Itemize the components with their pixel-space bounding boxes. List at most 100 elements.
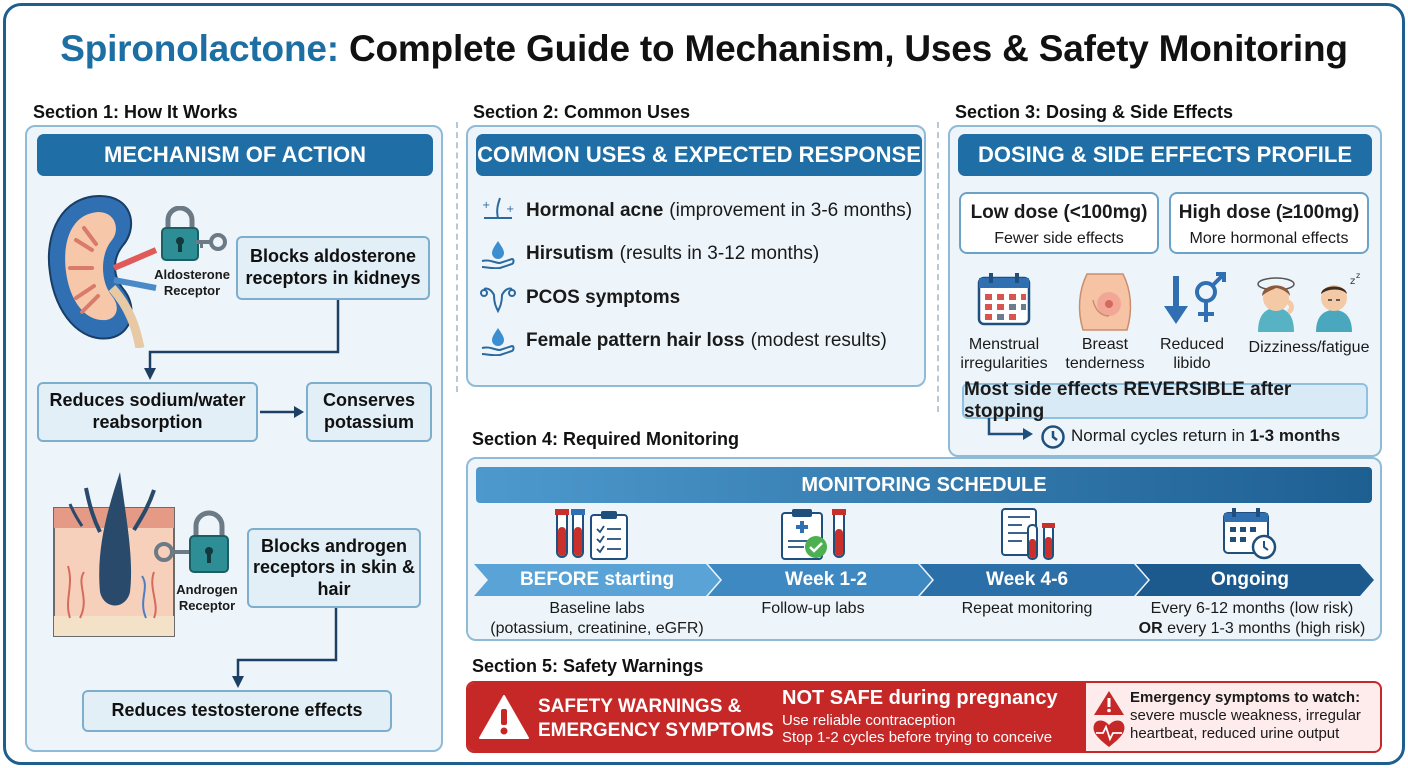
- low-dose-title: Low dose (<100mg): [970, 202, 1148, 223]
- step-desc-line: every 1-3 months (high risk): [1162, 620, 1366, 637]
- step-ongoing: Ongoing: [1210, 569, 1290, 590]
- use-item-hair-loss: Female pattern hair loss (modest results…: [480, 326, 887, 356]
- high-dose-desc: More hormonal effects: [1189, 230, 1349, 247]
- divider-2: [937, 122, 939, 412]
- pregnancy-line: Stop 1-2 cycles before trying to conceiv…: [782, 729, 1053, 746]
- use-name: Female pattern hair loss: [526, 330, 745, 351]
- section-1-label: Section 1: How It Works: [33, 102, 238, 122]
- step-desc-week-1-2: Follow-up labs: [712, 599, 914, 619]
- pregnancy-warning: NOT SAFE during pregnancy Use reliable c…: [782, 687, 1058, 746]
- title-rest: Complete Guide to Mechanism, Uses & Safe…: [348, 28, 1348, 69]
- page-title: Spironolactone: Complete Guide to Mechan…: [0, 28, 1408, 70]
- breast-icon: [1078, 273, 1132, 331]
- emergency-line: severe muscle weakness, irregular: [1130, 707, 1361, 724]
- blood-tubes-clipboard-icon: [555, 509, 628, 560]
- warning-title: SAFETY WARNINGS & EMERGENCY SYMPTOMS: [538, 695, 774, 743]
- section-3-label: Section 3: Dosing & Side Effects: [955, 102, 1234, 122]
- section-5-label: Section 5: Safety Warnings: [472, 656, 704, 676]
- use-note: (modest results): [750, 330, 887, 351]
- blocks-aldosterone-box: Blocks aldosterone receptors in kidneys: [236, 236, 430, 300]
- step-desc-before: Baseline labs (potassium, creatinine, eG…: [474, 599, 720, 639]
- dizzy-tired-person-icon: z z: [1257, 271, 1360, 332]
- gender-arrow-down-icon: [1164, 272, 1226, 324]
- high-dose-box: High dose (≥100mg) More hormonal effects: [1169, 192, 1369, 254]
- step-desc-or: OR: [1138, 620, 1163, 637]
- step-desc-line: Repeat monitoring: [961, 600, 1093, 617]
- lab-report-icon: [1001, 508, 1055, 560]
- flow-arrow-1: [144, 300, 340, 380]
- section-2-label: Section 2: Common Uses: [473, 102, 691, 122]
- step-desc-line: (potassium, creatinine, eGFR): [490, 620, 704, 637]
- normal-cycles-prefix: Normal cycles return in: [1071, 426, 1250, 445]
- arrow-to-potassium: [260, 406, 304, 418]
- side-effect-menstrual: Menstrual irregularities: [960, 336, 1048, 373]
- return-arrow-icon: [987, 418, 1033, 440]
- side-effect-libido: Reduced libido: [1159, 336, 1225, 373]
- normal-cycles-text: Normal cycles return in 1-3 months: [1071, 426, 1340, 446]
- use-name: Hirsutism: [526, 243, 614, 264]
- section-4-label: Section 4: Required Monitoring: [472, 429, 740, 449]
- uses-header: COMMON USES & EXPECTED RESPONSE: [476, 134, 922, 176]
- emergency-symptoms: Emergency symptoms to watch: severe musc…: [1130, 689, 1361, 743]
- side-effect-dizziness: Dizziness/fatigue: [1248, 339, 1370, 356]
- step-desc-ongoing: Every 6-12 months (low risk) OR every 1-…: [1130, 599, 1374, 639]
- svg-text:z: z: [1356, 271, 1360, 280]
- warning-title-line: SAFETY WARNINGS &: [538, 696, 742, 717]
- conserves-potassium-box: Conserves potassium: [306, 382, 432, 442]
- aldosterone-receptor-label: Aldosterone Receptor: [154, 267, 230, 299]
- calendar-clock-icon: [1223, 508, 1277, 560]
- monitoring-timeline: [474, 564, 1374, 596]
- mechanism-header: MECHANISM OF ACTION: [37, 134, 433, 176]
- step-before-starting: BEFORE starting: [519, 569, 675, 590]
- calendar-icon: [977, 273, 1031, 326]
- svg-text:z: z: [1350, 276, 1355, 287]
- use-name: PCOS symptoms: [526, 287, 681, 308]
- svg-text:+: +: [506, 204, 514, 215]
- use-item-hirsutism: Hirsutism (results in 3-12 months): [480, 239, 819, 269]
- use-note: (results in 3-12 months): [619, 243, 820, 264]
- androgen-lock-key-icon: [154, 510, 229, 573]
- hand-drop-icon: [481, 241, 515, 269]
- step-desc-line: Follow-up labs: [761, 600, 865, 617]
- use-item-pcos: PCOS symptoms: [480, 283, 686, 313]
- hand-drop-icon: [481, 328, 515, 356]
- monitoring-header: MONITORING SCHEDULE: [476, 467, 1372, 503]
- skin-hair-follicle-icon: [53, 472, 175, 637]
- kidney-icon: [47, 194, 158, 348]
- dosing-header: DOSING & SIDE EFFECTS PROFILE: [958, 134, 1372, 176]
- step-week-4-6: Week 4-6: [985, 569, 1069, 590]
- emergency-title: Emergency symptoms to watch:: [1130, 689, 1361, 706]
- low-dose-desc: Fewer side effects: [994, 230, 1124, 247]
- emergency-line: heartbeat, reduced urine output: [1130, 725, 1340, 742]
- title-drug-name: Spironolactone:: [60, 28, 339, 69]
- warning-triangle-icon: [479, 695, 529, 739]
- step-week-1-2: Week 1-2: [784, 569, 868, 590]
- warning-red-block: [468, 683, 1086, 751]
- step-desc-week-4-6: Repeat monitoring: [924, 599, 1130, 619]
- side-effect-breast: Breast tenderness: [1065, 336, 1145, 373]
- androgen-receptor-label: Androgen Receptor: [176, 582, 238, 614]
- step-desc-line: Every 6-12 months (low risk): [1150, 600, 1354, 617]
- reduces-testosterone-box: Reduces testosterone effects: [82, 690, 392, 732]
- clock-icon: [1041, 425, 1065, 449]
- step-desc-line: Baseline labs: [549, 600, 645, 617]
- low-dose-box: Low dose (<100mg) Fewer side effects: [959, 192, 1159, 254]
- safety-warning-bar: SAFETY WARNINGS & EMERGENCY SYMPTOMS NOT…: [466, 681, 1382, 753]
- use-item-acne: + + Hormonal acne (improvement in 3-6 mo…: [480, 196, 912, 226]
- lock-key-icon: [161, 206, 227, 261]
- use-name: Hormonal acne: [526, 200, 664, 221]
- pregnancy-line: Use reliable contraception: [782, 712, 956, 729]
- reversible-box: Most side effects REVERSIBLE after stopp…: [962, 379, 1368, 422]
- use-note: (improvement in 3-6 months): [669, 200, 913, 221]
- uterus-icon: [480, 287, 516, 313]
- blocks-androgen-box: Blocks androgen receptors in skin & hair: [247, 528, 421, 608]
- alert-heart-icon: [1093, 691, 1125, 747]
- warning-title-line: EMERGENCY SYMPTOMS: [538, 719, 774, 741]
- reduces-sodium-box: Reduces sodium/water reabsorption: [37, 382, 258, 442]
- clipboard-check-icon: [781, 509, 846, 560]
- svg-text:+: +: [482, 200, 490, 211]
- skin-sparkle-icon: + +: [482, 197, 514, 219]
- flow-arrow-2: [232, 608, 338, 688]
- normal-cycles-bold: 1-3 months: [1249, 426, 1341, 445]
- divider-1: [456, 122, 458, 392]
